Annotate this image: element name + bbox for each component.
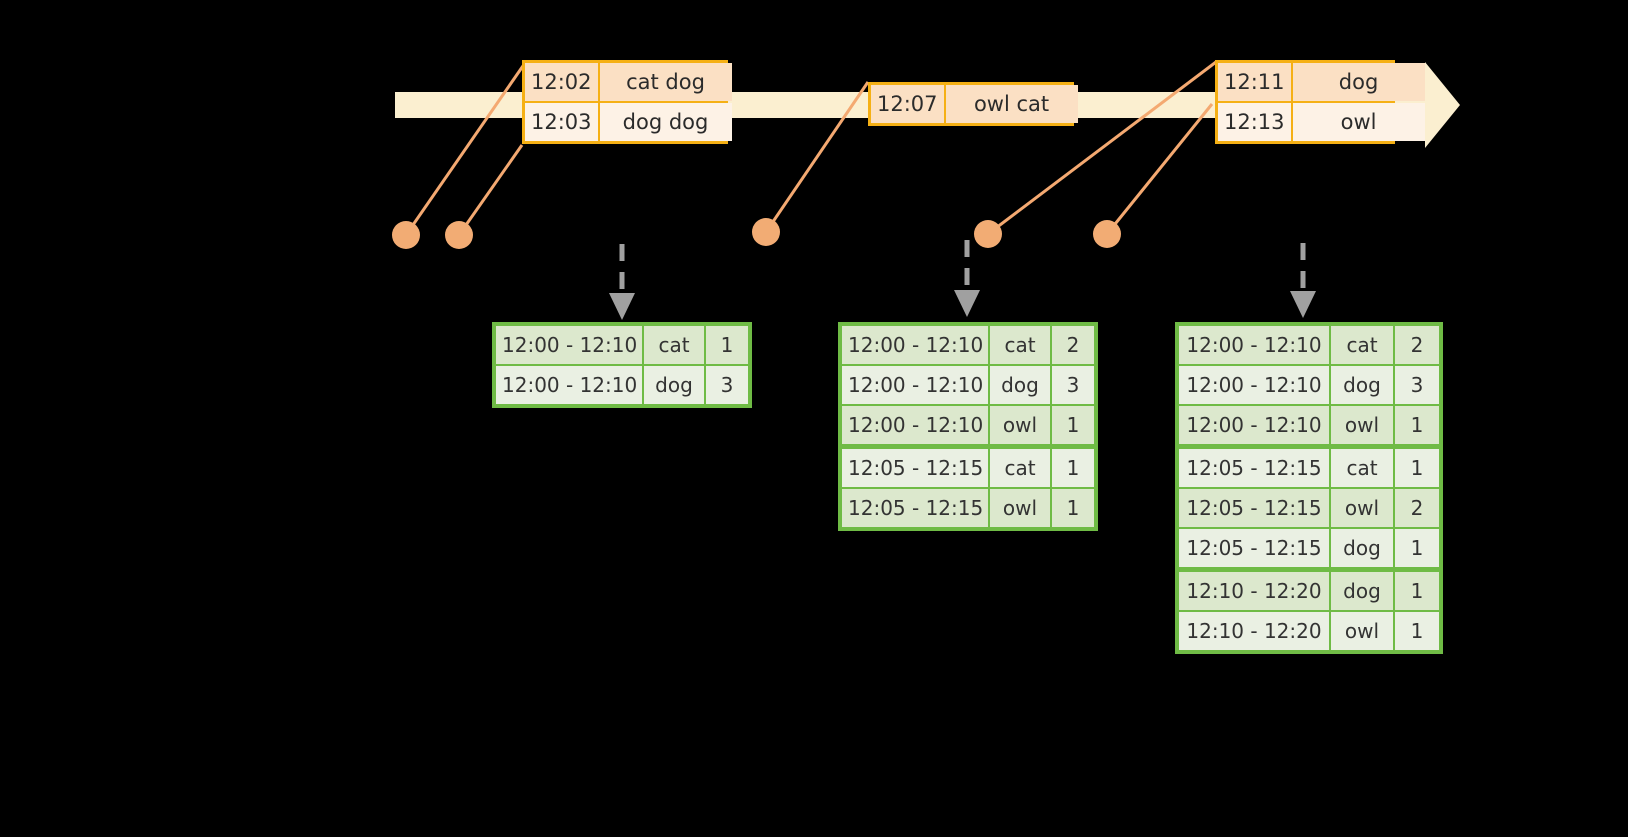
- event-time: 12:13: [1218, 103, 1293, 141]
- event-time: 12:03: [525, 103, 600, 141]
- word-cell: cat: [990, 326, 1052, 366]
- table-row: 12:00 - 12:10 cat 2: [842, 326, 1094, 366]
- count-cell: 1: [706, 326, 748, 366]
- word-cell: dog: [990, 366, 1052, 406]
- word-cell: cat: [1331, 449, 1395, 489]
- processing-dot-3: [752, 218, 780, 246]
- word-cell: owl: [990, 489, 1052, 527]
- event-time: 12:02: [525, 63, 600, 101]
- count-cell: 1: [1395, 406, 1439, 449]
- window-cell: 12:05 - 12:15: [842, 489, 990, 527]
- count-cell: 2: [1395, 326, 1439, 366]
- count-cell: 3: [1052, 366, 1094, 406]
- word-cell: owl: [1331, 612, 1395, 650]
- table-row: 12:05 - 12:15 owl 2: [1179, 489, 1439, 529]
- word-cell: cat: [990, 449, 1052, 489]
- table-row: 12:00 - 12:10 cat 1: [496, 326, 748, 366]
- word-cell: dog: [644, 366, 706, 404]
- table-row: 12:05 - 12:15 dog 1: [1179, 529, 1439, 572]
- window-cell: 12:05 - 12:15: [842, 449, 990, 489]
- count-cell: 1: [1395, 449, 1439, 489]
- window-cell: 12:00 - 12:10: [842, 326, 990, 366]
- event-time: 12:07: [871, 85, 946, 123]
- window-cell: 12:05 - 12:15: [1179, 529, 1331, 572]
- event-words: owl cat: [945, 85, 1078, 123]
- processing-dot-2: [445, 221, 473, 249]
- result-table-1: 12:00 - 12:10 cat 1 12:00 - 12:10 dog 3: [492, 322, 752, 408]
- event-words: cat dog: [599, 63, 732, 101]
- table-row: 12:05 - 12:15 cat 1: [1179, 449, 1439, 489]
- event-box-group-1: 12:02 cat dog 12:03 dog dog: [522, 60, 732, 144]
- count-cell: 1: [1395, 612, 1439, 650]
- table-row: 12:10 - 12:20 owl 1: [1179, 612, 1439, 650]
- word-cell: cat: [1331, 326, 1395, 366]
- word-cell: owl: [1331, 406, 1395, 449]
- event-time: 12:11: [1218, 63, 1293, 101]
- event-row: 12:02 cat dog: [525, 63, 732, 101]
- event-words: dog dog: [599, 103, 732, 141]
- event-words: owl: [1292, 103, 1425, 141]
- table-row: 12:00 - 12:10 dog 3: [1179, 366, 1439, 406]
- table-row: 12:05 - 12:15 owl 1: [842, 489, 1094, 527]
- dashed-arrow-2: [954, 240, 980, 317]
- word-cell: dog: [1331, 529, 1395, 572]
- table-row: 12:00 - 12:10 owl 1: [842, 406, 1094, 449]
- connector-line-2: [457, 144, 524, 236]
- count-cell: 1: [1052, 449, 1094, 489]
- word-cell: dog: [1331, 366, 1395, 406]
- window-cell: 12:00 - 12:10: [1179, 366, 1331, 406]
- event-words: dog: [1292, 63, 1425, 101]
- count-cell: 1: [1395, 572, 1439, 612]
- event-row: 12:11 dog: [1218, 63, 1425, 101]
- table-row: 12:00 - 12:10 owl 1: [1179, 406, 1439, 449]
- connector-line-5: [1105, 103, 1214, 235]
- event-row: 12:03 dog dog: [525, 101, 732, 141]
- word-cell: dog: [1331, 572, 1395, 612]
- processing-dots: [392, 218, 1121, 249]
- count-cell: 3: [1395, 366, 1439, 406]
- count-cell: 2: [1395, 489, 1439, 529]
- window-cell: 12:05 - 12:15: [1179, 449, 1331, 489]
- count-cell: 1: [1052, 406, 1094, 449]
- window-cell: 12:10 - 12:20: [1179, 572, 1331, 612]
- table-row: 12:00 - 12:10 cat 2: [1179, 326, 1439, 366]
- window-cell: 12:00 - 12:10: [496, 326, 644, 366]
- window-cell: 12:00 - 12:10: [1179, 406, 1331, 449]
- result-table-3: 12:00 - 12:10 cat 2 12:00 - 12:10 dog 3 …: [1175, 322, 1443, 654]
- dashed-arrow-1: [609, 244, 635, 320]
- word-cell: owl: [990, 406, 1052, 449]
- result-table-2: 12:00 - 12:10 cat 2 12:00 - 12:10 dog 3 …: [838, 322, 1098, 531]
- window-cell: 12:00 - 12:10: [496, 366, 644, 404]
- processing-dot-5: [1093, 220, 1121, 248]
- count-cell: 1: [1052, 489, 1094, 527]
- table-row: 12:05 - 12:15 cat 1: [842, 449, 1094, 489]
- window-cell: 12:00 - 12:10: [842, 406, 990, 449]
- event-box-group-2: 12:07 owl cat: [868, 82, 1078, 126]
- processing-dot-4: [974, 220, 1002, 248]
- event-box-group-3: 12:11 dog 12:13 owl: [1215, 60, 1425, 144]
- count-cell: 2: [1052, 326, 1094, 366]
- processing-dot-1: [392, 221, 420, 249]
- window-cell: 12:10 - 12:20: [1179, 612, 1331, 650]
- event-row: 12:07 owl cat: [871, 85, 1078, 123]
- count-cell: 3: [706, 366, 748, 404]
- window-cell: 12:00 - 12:10: [1179, 326, 1331, 366]
- dashed-arrows: [609, 240, 1316, 320]
- connector-line-1: [404, 62, 527, 236]
- connector-line-3: [764, 81, 870, 233]
- table-row: 12:10 - 12:20 dog 1: [1179, 572, 1439, 612]
- window-cell: 12:00 - 12:10: [842, 366, 990, 406]
- dashed-arrow-3: [1290, 243, 1316, 318]
- count-cell: 1: [1395, 529, 1439, 572]
- table-row: 12:00 - 12:10 dog 3: [496, 366, 748, 404]
- event-row: 12:13 owl: [1218, 101, 1425, 141]
- word-cell: cat: [644, 326, 706, 366]
- window-cell: 12:05 - 12:15: [1179, 489, 1331, 529]
- word-cell: owl: [1331, 489, 1395, 529]
- table-row: 12:00 - 12:10 dog 3: [842, 366, 1094, 406]
